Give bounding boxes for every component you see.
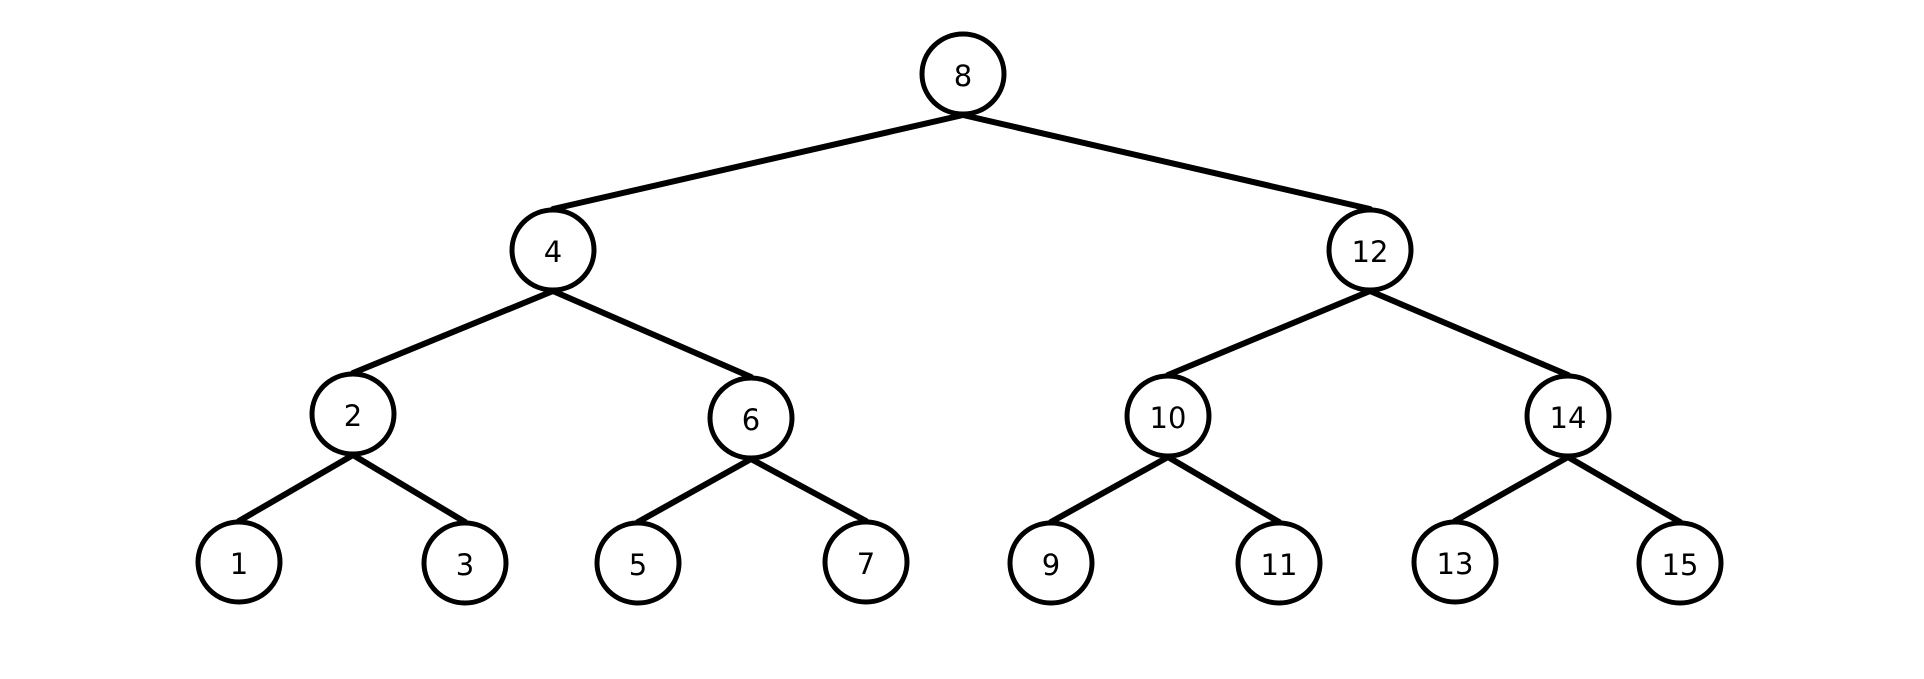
node-circle	[1524, 373, 1612, 459]
node-circle	[919, 31, 1007, 117]
tree-node-2: 2	[309, 371, 397, 457]
tree-node-12: 12	[1326, 207, 1414, 293]
edge-4-2	[350, 288, 556, 376]
tree-node-1: 1	[195, 519, 283, 605]
node-label: 2	[344, 399, 362, 433]
node-label: 13	[1437, 547, 1474, 581]
node-label: 12	[1352, 235, 1389, 269]
edge-12-10	[1165, 288, 1373, 378]
node-circle	[309, 371, 397, 457]
node-label: 1	[230, 547, 248, 581]
edge-12-14	[1367, 288, 1571, 378]
tree-node-13: 13	[1411, 519, 1499, 605]
edge-2-1	[236, 452, 356, 524]
edge-6-5	[635, 456, 754, 525]
edge-6-7	[748, 456, 869, 524]
node-circle	[1124, 373, 1212, 459]
tree-node-15: 15	[1636, 520, 1724, 606]
edge-4-6	[550, 288, 754, 380]
edge-14-15	[1565, 454, 1683, 525]
tree-node-11: 11	[1235, 520, 1323, 606]
node-circle	[1007, 520, 1095, 606]
node-circle	[1326, 207, 1414, 293]
node-label: 14	[1550, 401, 1587, 435]
tree-node-5: 5	[594, 520, 682, 606]
edges-layer	[236, 112, 1683, 525]
tree-node-10: 10	[1124, 373, 1212, 459]
node-label: 15	[1662, 548, 1699, 582]
node-label: 8	[954, 59, 972, 93]
edge-8-12	[960, 112, 1373, 212]
node-label: 3	[456, 548, 474, 582]
tree-node-7: 7	[822, 519, 910, 605]
tree-node-9: 9	[1007, 520, 1095, 606]
edge-10-11	[1165, 454, 1282, 525]
node-label: 6	[742, 403, 760, 437]
tree-node-3: 3	[421, 520, 509, 606]
node-circle	[1411, 519, 1499, 605]
node-label: 4	[544, 235, 562, 269]
node-label: 10	[1150, 401, 1187, 435]
tree-node-6: 6	[707, 375, 795, 461]
node-label: 9	[1042, 548, 1060, 582]
node-circle	[421, 520, 509, 606]
node-label: 11	[1261, 548, 1298, 582]
node-circle	[822, 519, 910, 605]
node-label: 5	[629, 548, 647, 582]
node-circle	[509, 207, 597, 293]
edge-14-13	[1452, 454, 1571, 524]
edge-2-3	[350, 452, 468, 525]
node-circle	[594, 520, 682, 606]
node-circle	[1636, 520, 1724, 606]
edge-8-4	[550, 112, 966, 212]
edge-10-9	[1048, 454, 1171, 525]
tree-node-14: 14	[1524, 373, 1612, 459]
node-circle	[1235, 520, 1323, 606]
node-circle	[707, 375, 795, 461]
tree-node-4: 4	[509, 207, 597, 293]
tree-node-8: 8	[919, 31, 1007, 117]
node-label: 7	[857, 547, 875, 581]
node-circle	[195, 519, 283, 605]
